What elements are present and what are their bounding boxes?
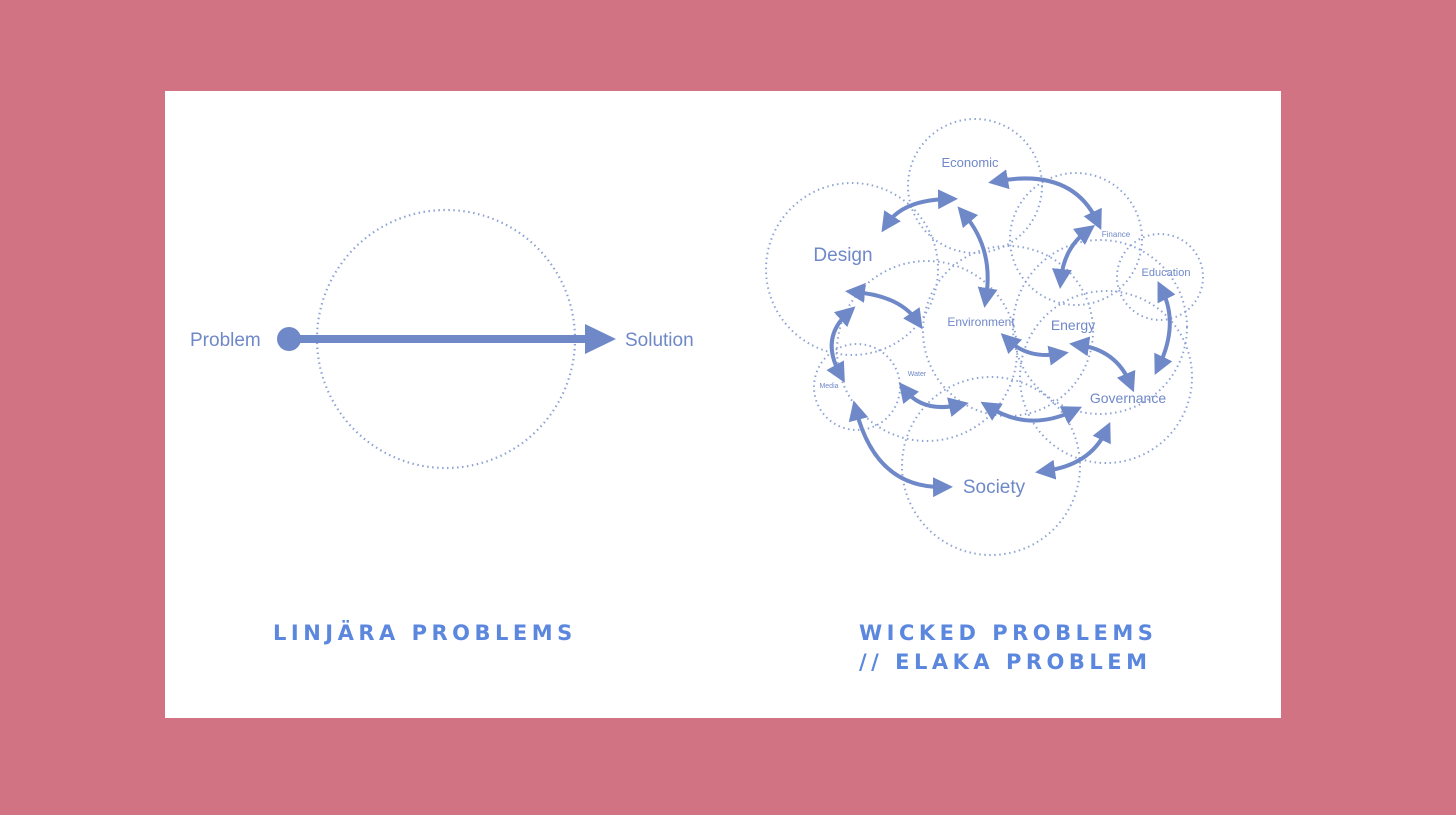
- circle-energy: [1012, 239, 1188, 415]
- arrow-water-society: [898, 382, 969, 417]
- circle-design: [765, 182, 939, 356]
- linear-problems-caption: LINJÄRA PROBLEMS: [273, 621, 577, 645]
- arrow-finance-energy: [1052, 225, 1096, 289]
- node-education: Education: [1142, 267, 1191, 279]
- solution-label: Solution: [625, 330, 694, 351]
- arrow-education-governance: [1154, 281, 1176, 376]
- wicked-problems-caption: WICKED PROBLEMS // ELAKA PROBLEM: [859, 619, 1157, 677]
- arrow-energy-governance: [1069, 336, 1136, 393]
- problem-solution-arrow-shaft: [289, 335, 591, 343]
- problem-label: Problem: [190, 330, 261, 351]
- arrow-environment-energy: [1000, 333, 1069, 366]
- node-media: Media: [819, 383, 838, 390]
- circle-environment: [922, 245, 1094, 417]
- arrow-design-environment: [845, 282, 923, 330]
- node-water: Water: [908, 371, 927, 378]
- circle-education: [1116, 233, 1204, 321]
- problem-solution-arrow-head: [585, 324, 616, 354]
- arrow-economic-environment: [957, 206, 998, 308]
- node-design: Design: [813, 245, 872, 266]
- wicked-problem-diagram: Economic Design Finance Education Enviro…: [765, 118, 1204, 556]
- circle-governance: [1019, 290, 1193, 464]
- node-governance: Governance: [1090, 390, 1166, 406]
- wicked-caption-line1: WICKED PROBLEMS: [859, 621, 1158, 645]
- content-card: Problem Solution: [165, 91, 1281, 718]
- problems-diagram: Problem Solution: [190, 118, 1204, 556]
- arrow-society-governance: [1035, 421, 1111, 480]
- arrow-economic-finance: [988, 169, 1102, 231]
- node-society: Society: [963, 477, 1026, 498]
- node-energy: Energy: [1051, 317, 1095, 333]
- circle-water: [836, 260, 1018, 442]
- node-economic: Economic: [941, 155, 999, 170]
- arrow-design-media: [826, 306, 856, 383]
- wicked-caption-line2: // ELAKA PROBLEM: [859, 650, 1152, 674]
- arrow-media-society: [848, 400, 953, 498]
- linear-problem-diagram: Problem Solution: [190, 208, 694, 470]
- node-environment: Environment: [947, 315, 1015, 329]
- node-finance: Finance: [1102, 230, 1131, 239]
- arrow-design-economic: [881, 189, 958, 233]
- arrow-environment-governance: [980, 401, 1083, 425]
